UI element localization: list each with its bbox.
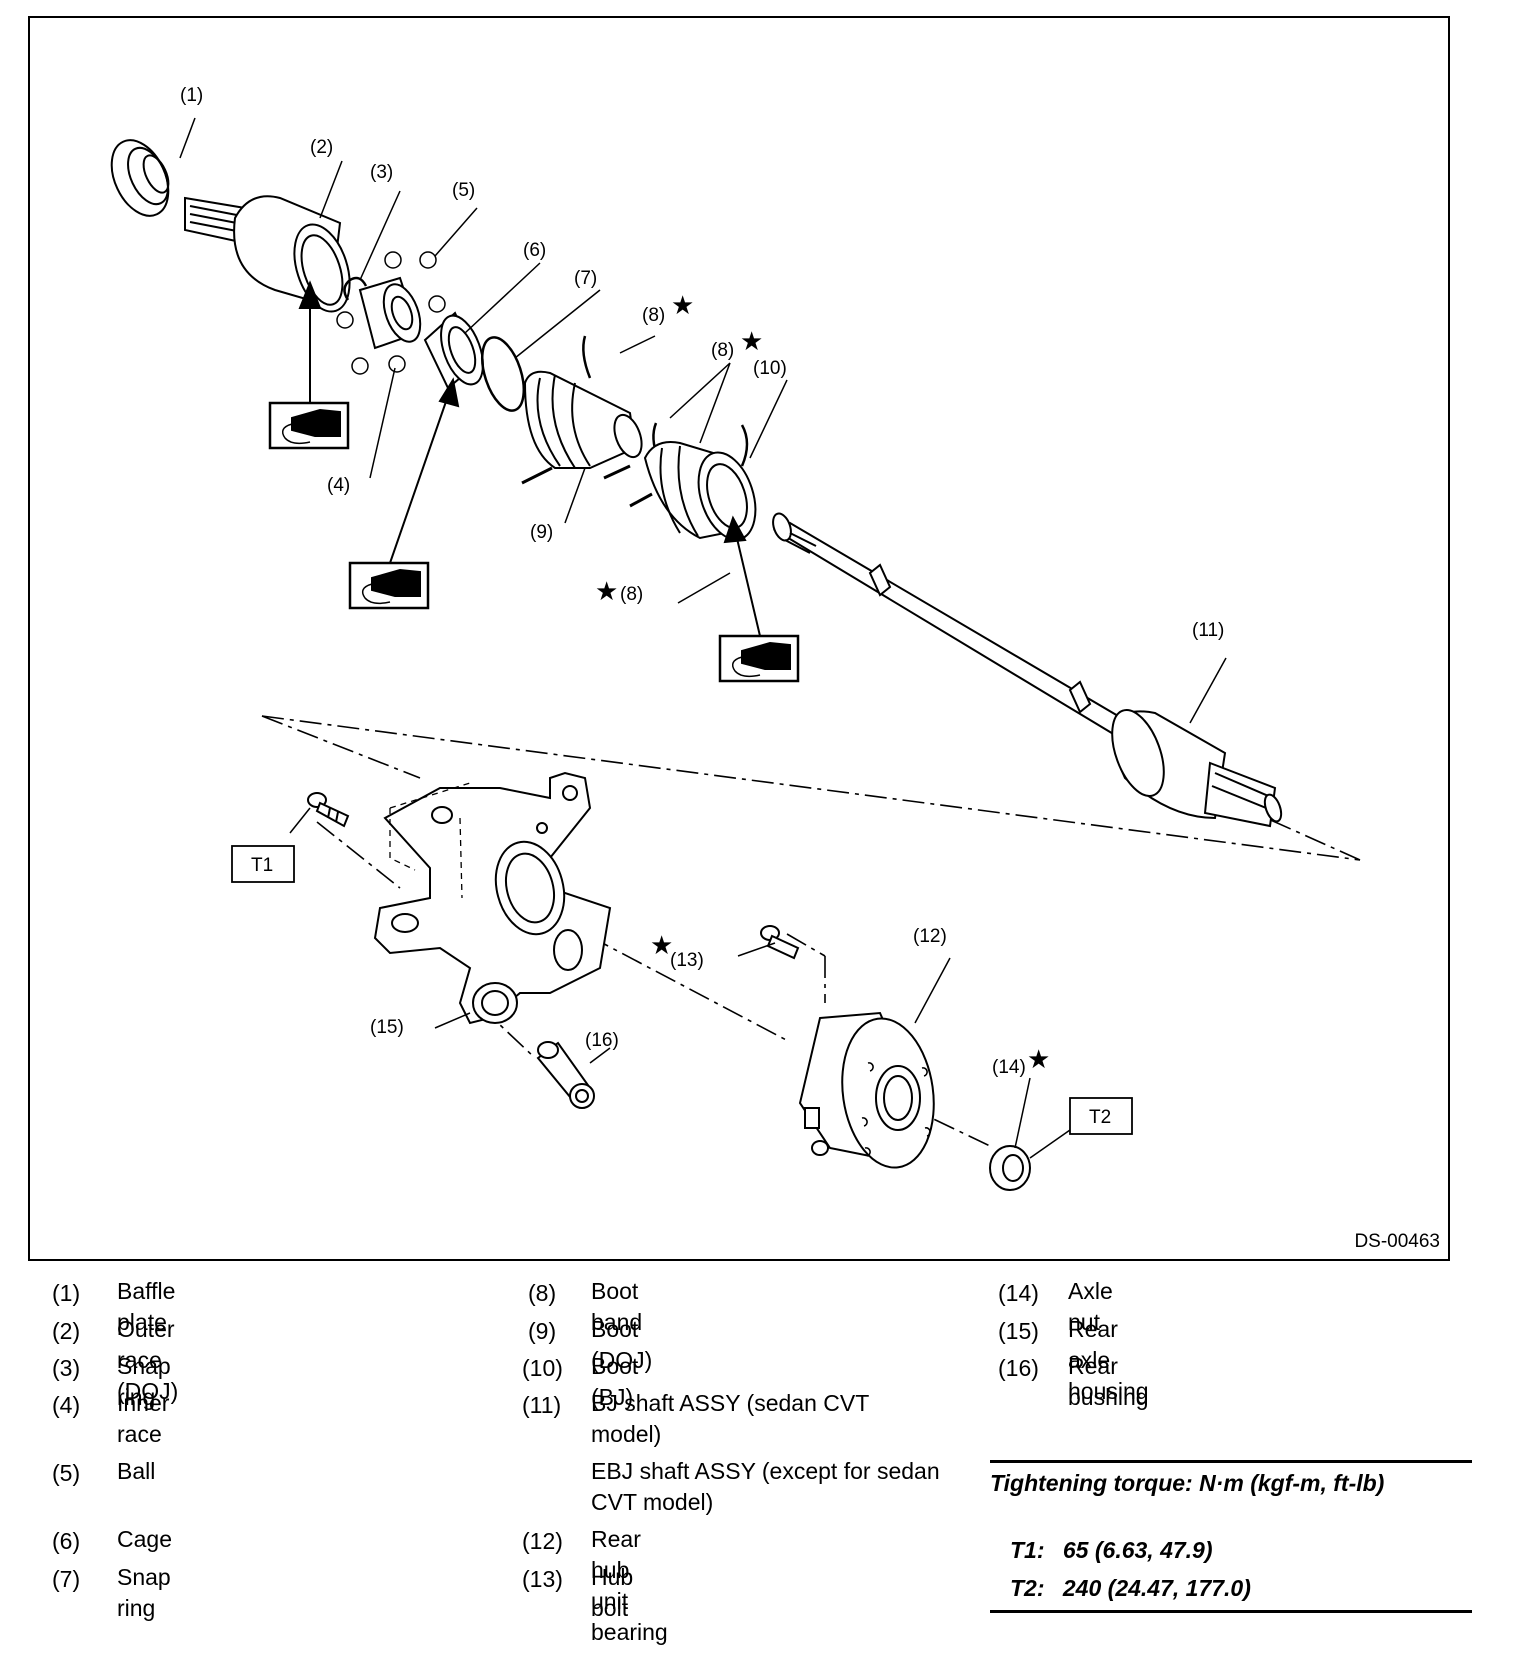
torque-rule-bottom [990,1610,1472,1613]
axle-nut [989,1145,1031,1191]
callout-10: (10) [753,358,787,379]
grease-gun-icon [718,634,800,683]
callout-14: (14) [992,1057,1026,1078]
inner-race [358,276,422,350]
torque-heading: Tightening torque: N·m (kgf-m, ft-lb) [990,1470,1385,1496]
callout-1: (1) [180,85,203,106]
callout-16: (16) [585,1030,619,1051]
leader-lines [179,117,1227,1159]
t2-tag-box [1069,1097,1133,1135]
hub-bolt [760,925,800,960]
callout-6: (6) [523,240,546,261]
replace-star: ★ [650,931,673,961]
callout-9: (9) [530,522,553,543]
callout-8b: (8) [711,340,734,361]
callout-3: (3) [370,162,393,183]
callout-13: (13) [670,950,704,971]
snap-ring-7 [480,336,526,412]
exploded-diagram: (1) (2) (3) (4) (5) (6) (7) (8) (8) (8) … [28,16,1450,1261]
figure-id: DS-00463 [1354,1231,1440,1252]
boot-doj [521,370,643,485]
replace-star: ★ [671,291,694,321]
balls [336,251,446,375]
callout-7: (7) [574,268,597,289]
grease-arrows [298,280,761,637]
t1-tag-box [231,845,295,883]
callout-2: (2) [310,137,333,158]
callout-11: (11) [1192,620,1224,641]
replace-star: ★ [740,327,763,357]
diagram-drawing: (1) (2) (3) (4) (5) (6) (7) (8) (8) (8) … [110,85,1361,1191]
callout-5: (5) [452,180,475,201]
rear-bushing [536,1041,595,1109]
callout-8c: (8) [620,584,643,605]
bj-shaft-assy [772,512,1283,828]
replace-star: ★ [595,577,618,607]
callout-15: (15) [370,1017,404,1038]
baffle-plate [110,139,170,217]
grease-gun-icon [268,401,350,450]
replace-star: ★ [1027,1045,1050,1075]
torque-row-t2: T2: 240 (24.47, 177.0) [1010,1575,1251,1601]
grease-gun-icon [348,561,430,610]
outer-race [184,195,351,313]
cage [423,311,484,390]
t1-tag: T1 [251,855,273,876]
callout-8a: (8) [642,305,665,326]
callout-4: (4) [327,475,350,496]
torque-row-t1: T1: 65 (6.63, 47.9) [1010,1537,1213,1563]
rear-axle-housing [373,771,612,1025]
boot-bj [629,441,757,541]
rear-hub-unit-bearing [798,1011,935,1169]
callout-12: (12) [913,926,947,947]
t1-bolt [307,792,350,828]
torque-rule-top [990,1460,1472,1463]
t2-tag: T2 [1089,1107,1111,1128]
snap-ring-3 [343,276,368,301]
